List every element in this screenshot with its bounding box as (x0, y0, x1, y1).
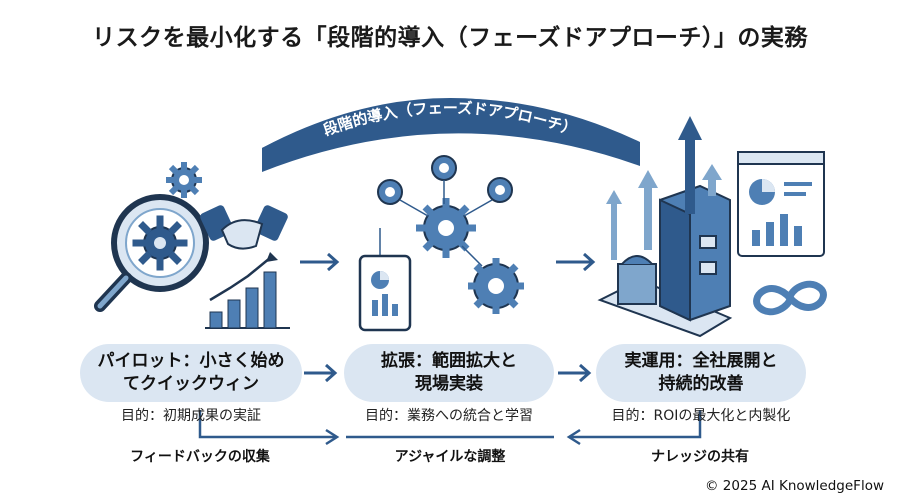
phase-expand-box: 拡張：範囲拡大と 現場実装 (344, 344, 554, 402)
arrow-right-icon (304, 363, 338, 383)
phase-pilot-line1: パイロット：小さく始め (97, 351, 285, 371)
phase-operation-line1: 実運用：全社展開と (624, 351, 778, 371)
phase-expand-purpose: 目的：業務への統合と学習 (365, 408, 533, 424)
factory-tower-icon (597, 116, 733, 338)
phase-pilot-box: パイロット：小さく始め てクイックウィン (80, 344, 302, 402)
phase-expand-line2: 現場実装 (415, 374, 483, 394)
agile-adjust-label: アジャイルな調整 (394, 449, 506, 465)
phase-pilot-purpose: 目的：初期成果の実証 (121, 408, 261, 424)
small-gear-icon (166, 162, 202, 198)
arrow-right-icon (558, 363, 592, 383)
phase-pilot-line2: てクイックウィン (123, 374, 259, 394)
phase-expand-line1: 拡張：範囲拡大と (381, 351, 517, 371)
growth-bar-chart-icon (205, 252, 290, 329)
phase-banner: 段階的導入（フェーズドアプローチ） (262, 98, 640, 172)
phase-operation-line2: 持続的改善 (658, 374, 744, 394)
feedback-collect-label: フィードバックの収集 (130, 449, 270, 465)
knowledge-share-label: ナレッジの共有 (651, 449, 749, 465)
tablet-icon (358, 254, 412, 332)
dashboard-window-icon (737, 151, 825, 257)
gear-network-icon (377, 155, 524, 314)
arrow-right-icon (556, 252, 596, 272)
page-title: リスクを最小化する「段階的導入（フェーズドアプローチ）」の実務 (92, 25, 808, 51)
arrow-right-icon (300, 252, 340, 272)
feedback-loop-line (198, 410, 702, 446)
handshake-icon (200, 205, 288, 250)
phase-operation-box: 実運用：全社展開と 持続的改善 (596, 344, 806, 402)
magnifier-gear-icon (94, 194, 209, 312)
phase-operation-purpose: 目的：ROIの最大化と内製化 (611, 408, 791, 424)
infinity-loop-icon (753, 280, 827, 316)
copyright-text: © 2025 AI KnowledgeFlow (705, 478, 884, 494)
